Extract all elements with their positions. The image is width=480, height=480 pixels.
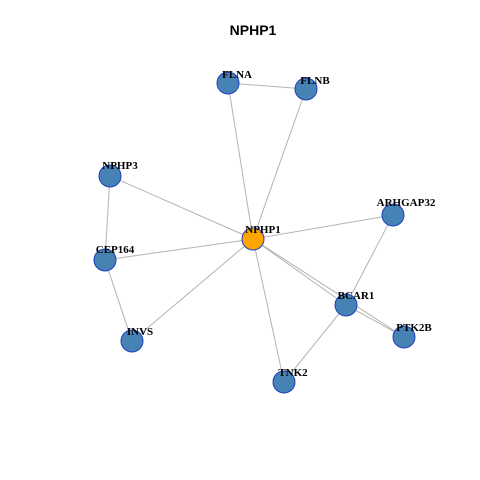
edge-nphp3-cep164: [104, 175, 111, 261]
edge-nphp3-nphp1: [109, 175, 254, 240]
node-flna: FLNA: [216, 69, 252, 95]
edge-flna-nphp1: [227, 82, 254, 240]
node-circle-flnb: [294, 77, 318, 101]
node-label-invs: INVS: [127, 326, 153, 338]
node-circle-flna: [216, 71, 240, 95]
diagram-title: NPHP1: [230, 22, 277, 38]
node-flnb: FLNB: [294, 75, 330, 101]
edge-flna-flnb: [227, 82, 307, 90]
node-label-flnb: FLNB: [300, 75, 330, 87]
node-bcar1: BCAR1: [334, 290, 375, 317]
edge-cep164-invs: [104, 259, 133, 342]
node-label-nphp3: NPHP3: [102, 160, 138, 172]
node-label-tnk2: TNK2: [278, 367, 308, 379]
node-circle-arhgap32: [381, 203, 405, 227]
edge-flnb-nphp1: [252, 88, 307, 240]
node-tnk2: TNK2: [272, 367, 308, 394]
edge-nphp1-ptk2b: [252, 238, 405, 338]
node-label-bcar1: BCAR1: [338, 290, 375, 302]
node-circle-ptk2b: [392, 325, 416, 349]
edge-bcar1-tnk2: [283, 304, 347, 383]
node-arhgap32: ARHGAP32: [377, 197, 436, 227]
node-circle-nphp3: [98, 164, 122, 188]
edge-arhgap32-nphp1: [252, 214, 394, 240]
node-cep164: CEP164: [93, 244, 135, 272]
node-nphp3: NPHP3: [98, 160, 138, 188]
edge-arhgap32-bcar1: [345, 214, 394, 306]
node-label-ptk2b: PTK2B: [396, 322, 432, 334]
edge-cep164-nphp1: [104, 238, 254, 261]
node-label-cep164: CEP164: [96, 244, 135, 256]
node-circle-bcar1: [334, 293, 358, 317]
node-label-nphp1: NPHP1: [245, 224, 280, 236]
edge-invs-nphp1: [131, 238, 254, 342]
node-nphp1: NPHP1: [241, 224, 281, 251]
edge-nphp1-bcar1: [252, 238, 347, 306]
nodes-layer: NPHP1 FLNA FLNB NPHP3ARHGAP32CEP164BCAR1PTK…: [93, 69, 436, 394]
node-circle-tnk2: [272, 370, 296, 394]
node-ptk2b: PTK2B: [392, 322, 432, 349]
edge-nphp1-tnk2: [252, 238, 285, 383]
node-invs: INVS: [120, 326, 153, 353]
node-label-flna: FLNA: [222, 69, 252, 81]
node-circle-invs: [120, 329, 144, 353]
node-circle-cep164: [93, 248, 117, 272]
node-circle-nphp1: [241, 227, 265, 251]
node-label-arhgap32: ARHGAP32: [377, 197, 436, 209]
